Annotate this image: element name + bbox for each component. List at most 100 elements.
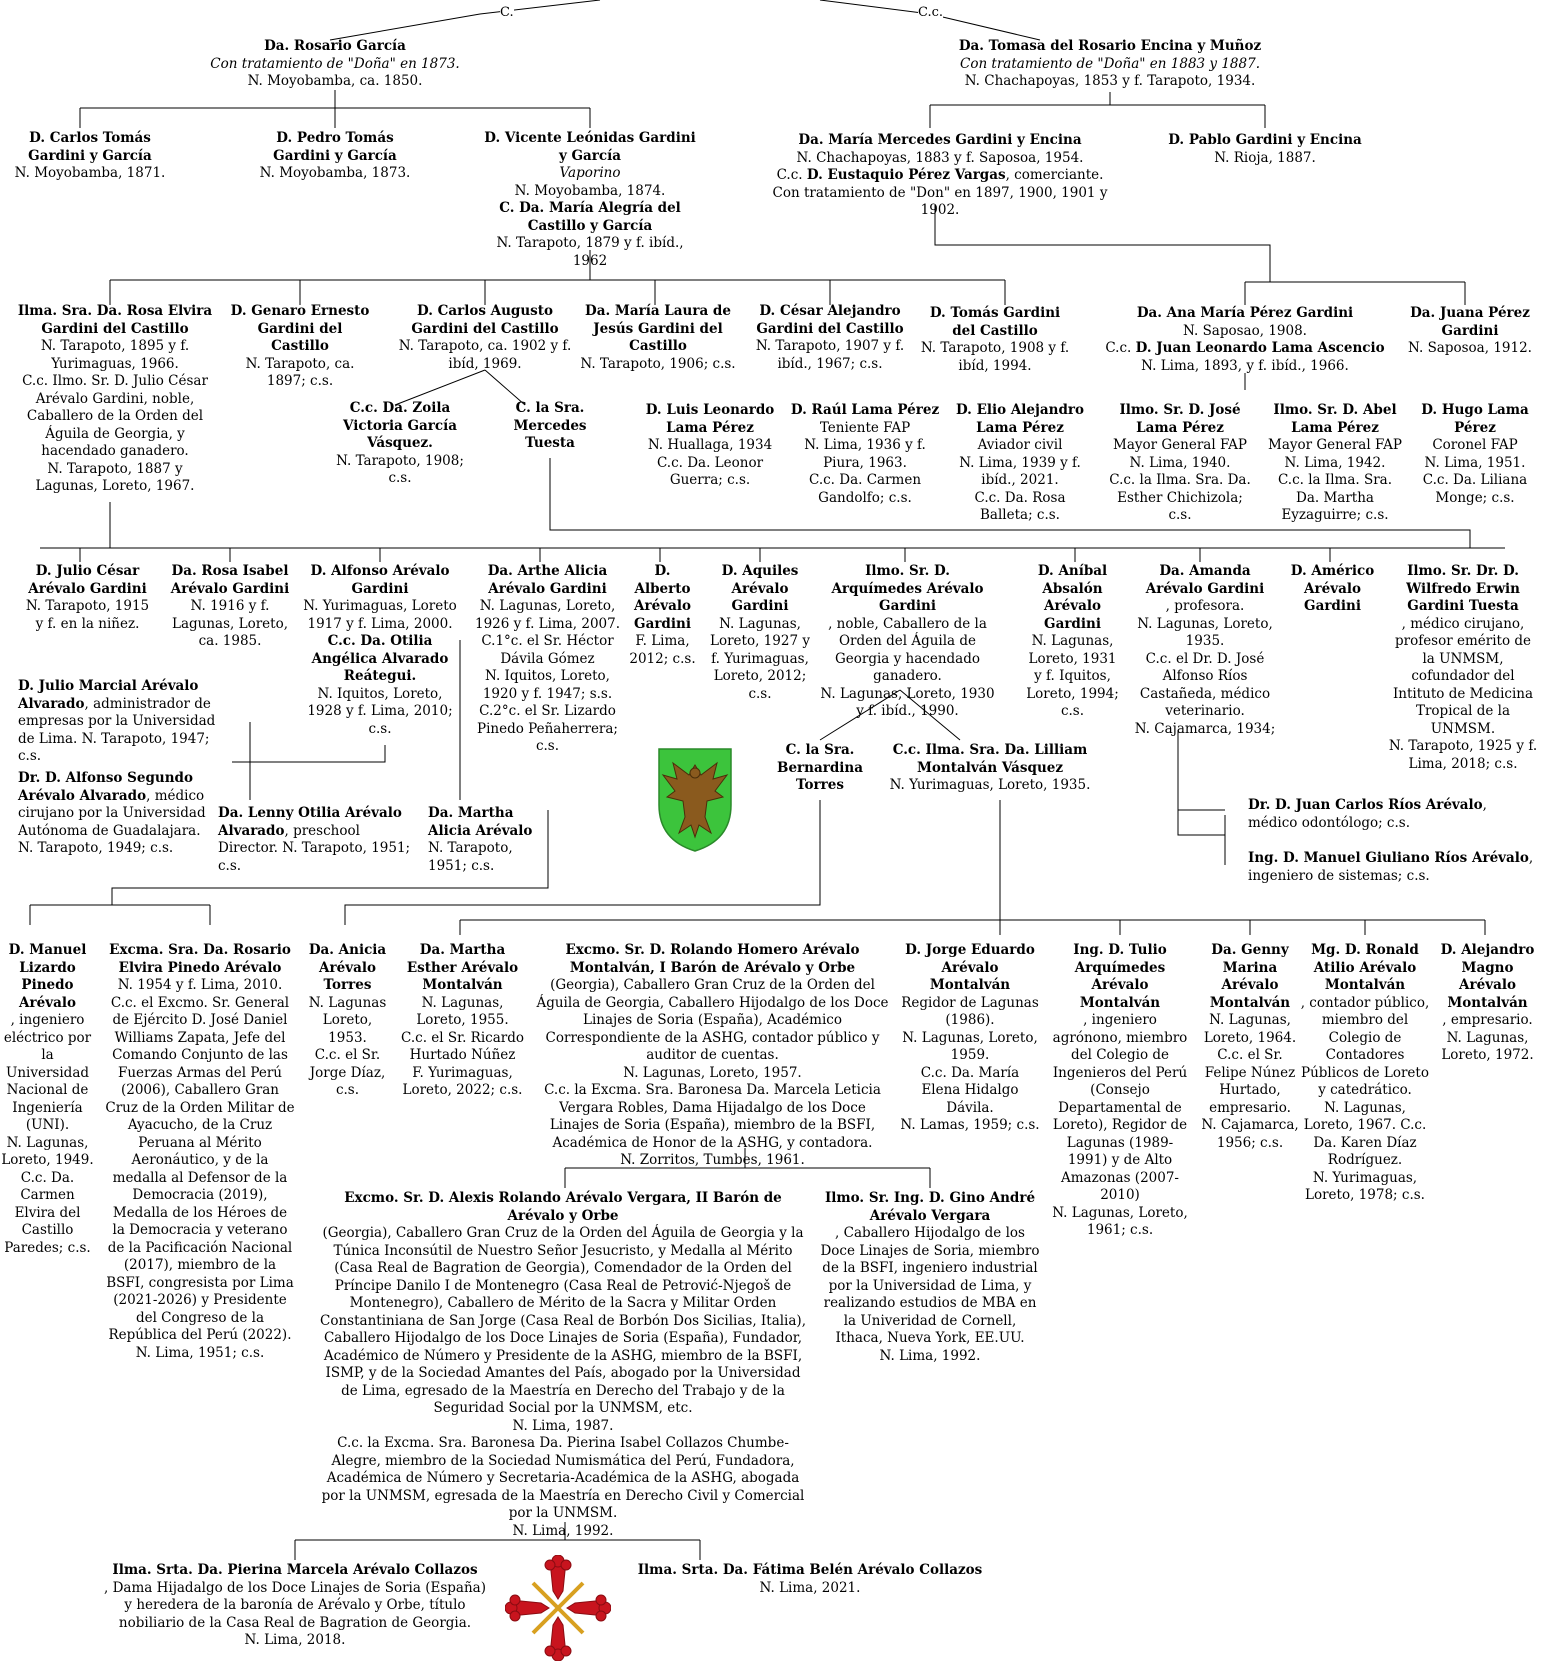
person-name: Ing. D. Tulio Arquímedes Arévalo Montalv… (1073, 942, 1167, 1011)
person-name: Excma. Sra. Da. Rosario Elvira Pinedo Ar… (109, 942, 291, 976)
person-name: C. la Sra. Bernardina Torres (777, 742, 863, 793)
person-name: C. la Sra. Mercedes Tuesta (513, 400, 587, 451)
spouse1-detail: N. Iquitos, Loreto, 1920 y f. 1947; s.s. (482, 668, 613, 702)
person-detail: N. Lagunas, Loreto, 1964. C.c. el Sr. Fe… (1203, 1012, 1297, 1116)
person-tulio-arquimedes: Ing. D. Tulio Arquímedes Arévalo Montalv… (1050, 942, 1190, 1240)
person-detail: N. Moyobamba, 1873. (259, 165, 411, 181)
person-name: Ilmo. Sr. D. Abel Lama Pérez (1273, 402, 1397, 436)
person-alias: Vaporino (559, 165, 621, 181)
person-arquimedes: Ilmo. Sr. D. Arquímedes Arévalo Gardini … (820, 563, 995, 721)
person-elio-alejandro: D. Elio Alejandro Lama Pérez Aviador civ… (950, 402, 1090, 525)
person-name: D. Raúl Lama Pérez (790, 402, 940, 418)
person-name: Da. Lenny Otilia Arévalo Alvarado (218, 805, 402, 839)
person-detail: N. Chachapoyas, 1853 y f. Tarapoto, 1934… (964, 73, 1256, 89)
person-name: Ilma. Srta. Da. Pierina Marcela Arévalo … (112, 1562, 478, 1578)
person-name: Ilmo. Sr. Dr. D. Wilfredo Erwin Gardini … (1406, 563, 1520, 614)
person-detail: N. Lagunas, Loreto, 1926 y f. Lima, 2007… (474, 598, 621, 632)
person-detail: N. Lima, 1939 y f. ibíd., 2021. (959, 454, 1081, 489)
person-name: Da. Rosa Isabel Arévalo Gardini (170, 563, 290, 597)
spouse2-name: C.2°c. el Sr. Lizardo Pinedo Peñaherrera… (477, 703, 618, 754)
person-name: Ilma. Srta. Da. Fátima Belén Arévalo Col… (637, 1562, 983, 1578)
person-detail: N. Lagunas Loreto, 1953. (308, 994, 387, 1046)
person-name: C.c. Da. Zoila Victoria García Vásquez. (343, 400, 457, 451)
person-name: Da. Anicia Arévalo Torres (308, 942, 387, 993)
person-alejandro-magno: D. Alejandro Magno Arévalo Montalván , e… (1435, 942, 1540, 1065)
person-detail: N. Tarapoto, ca. 1897; c.s. (245, 355, 355, 390)
spouse-detail: N. Lamas, 1959; c.s. (900, 1117, 1040, 1133)
spouse-detail: N. Cajamarca, 1956; c.s. (1201, 1117, 1299, 1151)
spouse-name: C.c. Da. María Elena Hidalgo Dávila. (920, 1064, 1020, 1116)
person-detail: N. Lagunas, Loreto, 1955. (416, 994, 509, 1029)
person-detail: N. Tarapoto, 1915 y f. en la niñez. (25, 598, 150, 632)
person-title: Mayor General FAP (1268, 437, 1402, 453)
spouse-detail: N. Lima, 1893, y f. ibíd., 1966. (1141, 357, 1349, 374)
person-detail: N. Lima, 1940. (1129, 454, 1231, 471)
person-lenny-otilia: Da. Lenny Otilia Arévalo Alvarado, presc… (218, 805, 413, 875)
spouse-lilliam: C.c. Ilma. Sra. Da. Lilliam Montalván Vá… (885, 742, 1095, 795)
person-name: Da. María Mercedes Gardini y Encina (798, 132, 1082, 148)
person-rolando-homero: Excmo. Sr. D. Rolando Homero Arévalo Mon… (535, 942, 890, 1170)
spouse-name: C. Da. María Alegría del Castillo y Garc… (499, 200, 681, 234)
spouse-detail: C.c. el Dr. D. José Alfonso Ríos Castañe… (1139, 650, 1271, 720)
person-detail: N. Tarapoto, 1908 y f. ibíd, 1994. (920, 340, 1070, 374)
person-ana-maria: Da. Ana María Pérez Gardini N. Saposao, … (1080, 305, 1410, 375)
person-detail: N. Lima, 1942. (1284, 454, 1386, 471)
person-title: Regidor de Lagunas (1986). (901, 994, 1039, 1029)
person-detail: N. Moyobamba, 1874. (514, 182, 666, 199)
person-detail: N. Tarapoto, 1949; c.s. (18, 840, 174, 856)
person-cesar-alejandro: D. César Alejandro Gardini del Castillo … (750, 303, 910, 373)
spouse-detail: Con tratamiento de "Don" en 1897, 1900, … (772, 184, 1108, 219)
person-rosario-elvira: Excma. Sra. Da. Rosario Elvira Pinedo Ar… (105, 942, 295, 1362)
spouse-detail: C.c. Ilmo. Sr. D. Julio César Arévalo Ga… (22, 373, 208, 459)
person-title: , Caballero Hijodalgo de los Doce Linaje… (820, 1225, 1040, 1346)
person-detail: N. Chachapoyas, 1883 y f. Saposoa, 1954. (796, 149, 1084, 166)
person-name: D. Vicente Leónidas Gardini y García (484, 130, 696, 164)
person-title: , Dama Hijadalgo de los Doce Linajes de … (104, 1579, 486, 1631)
spouse-detail: C.c. el Sr. Jorge Díaz, c.s. (309, 1047, 386, 1098)
person-hugo-lama: D. Hugo Lama Pérez Coronel FAP N. Lima, … (1410, 402, 1540, 507)
person-tomas-gardini: D. Tomás Gardini del Castillo N. Tarapot… (920, 305, 1070, 375)
person-detail: N. Tarapoto, 1907 y f. ibíd., 1967; c.s. (755, 338, 905, 372)
person-detail: N. Lima, 1987. (512, 1417, 614, 1434)
person-name: D. Elio Alejandro Lama Pérez (955, 402, 1085, 436)
person-title: , ingeniero eléctrico por la Universidad… (3, 1012, 92, 1133)
spouse-detail: N. Tarapoto, 1879 y f. ibíd., 1962 (496, 235, 684, 269)
person-detail: N. Saposao, 1908. (1183, 322, 1307, 339)
spouse-birth: N. Lima, 1992. (512, 1522, 614, 1539)
spouse-detail: F. Yurimaguas, Loreto, 2022; c.s. (402, 1064, 523, 1099)
person-gino-andre: Ilmo. Sr. Ing. D. Gino André Arévalo Ver… (820, 1190, 1040, 1365)
spouse-detail: C.c. Da. Leonor Guerra; c.s. (656, 454, 764, 489)
person-manuel-giuliano-rios: Ing. D. Manuel Giuliano Ríos Arévalo, in… (1248, 850, 1538, 885)
person-raul-lama: D. Raúl Lama Pérez Teniente FAP N. Lima,… (785, 402, 945, 507)
spouse-detail: C.c. la Excma. Sra. Baronesa Da. Marcela… (544, 1082, 881, 1151)
person-detail: N. 1916 y f. Lagunas, Loreto, ca. 1985. (172, 598, 288, 649)
person-title: Teniente FAP (819, 419, 911, 436)
spouse-suffix: , comerciante. (1005, 167, 1104, 183)
person-jorge-eduardo: D. Jorge Eduardo Arévalo Montalván Regid… (900, 942, 1040, 1135)
person-detail: N. Lagunas, Loreto, 1957. (623, 1064, 802, 1081)
person-name: D. Tomás Gardini del Castillo (929, 305, 1061, 339)
person-name: Da. Juana Pérez Gardini (1410, 305, 1530, 339)
person-genaro: D. Genaro Ernesto Gardini del Castillo N… (230, 303, 370, 391)
person-detail: , médico odontólogo; c.s. (1248, 797, 1487, 831)
person-name: Ilma. Sra. Da. Rosa Elvira Gardini del C… (17, 303, 213, 337)
person-detail: N. Lagunas, Loreto, 1931 y f. Iquitos, L… (1026, 633, 1119, 719)
person-name: D. Julio Marcial Arévalo Alvarado (18, 678, 199, 712)
person-detail: N. Moyobamba, ca. 1850. (247, 73, 423, 89)
spouse-detail: C.c. la Ilma. Sra. Da. Esther Chichizola… (1109, 472, 1251, 523)
person-title: Aviador civil (977, 437, 1063, 453)
person-name: Da. Martha Esther Arévalo Montalván (406, 942, 519, 993)
spouse-name: D. Eustaquio Pérez Vargas (806, 167, 1006, 183)
spouse-detail: C.c. Da. Carmen Gandolfo; c.s. (808, 472, 922, 506)
person-detail: N. Huallaga, 1934 (647, 437, 773, 453)
person-julio-cesar-jr: D. Julio César Arévalo Gardini N. Tarapo… (20, 563, 155, 633)
person-alexis-rolando: Excmo. Sr. D. Alexis Rolando Arévalo Ver… (318, 1190, 808, 1540)
person-abel-lama: Ilmo. Sr. D. Abel Lama Pérez Mayor Gener… (1265, 402, 1405, 525)
spouse-line: C.c. D. Eustaquio Pérez Vargas, comercia… (760, 167, 1120, 185)
person-title: Mayor General FAP (1113, 437, 1247, 453)
person-detail: N. Lagunas, Loreto, 1930 y f. ibíd., 199… (820, 685, 995, 720)
person-detail: N. Lima, 2018. (244, 1632, 346, 1648)
person-name: Da. Genny Marina Arévalo Montalván (1209, 942, 1291, 1011)
person-name: Excmo. Sr. D. Alexis Rolando Arévalo Ver… (344, 1190, 782, 1224)
